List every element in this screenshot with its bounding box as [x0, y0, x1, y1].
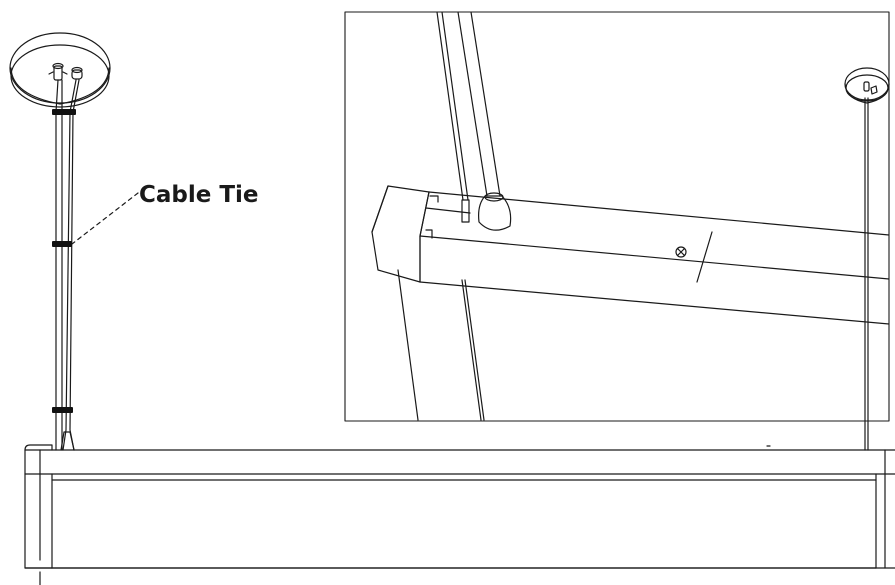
detail-inset	[344, 11, 890, 422]
linear-fixture-body	[24, 444, 895, 585]
cable-tie-label: Cable Tie	[139, 182, 259, 208]
right-suspension-cable	[864, 97, 869, 451]
cable-tie-upper	[52, 109, 76, 115]
right-ceiling-canopy	[844, 67, 890, 104]
left-ceiling-canopy	[9, 32, 111, 108]
left-suspension-cables	[55, 79, 80, 451]
cable-tie-leader-line	[71, 192, 139, 245]
cable-tie-lower	[52, 407, 73, 413]
cable-tie-middle	[52, 241, 72, 247]
